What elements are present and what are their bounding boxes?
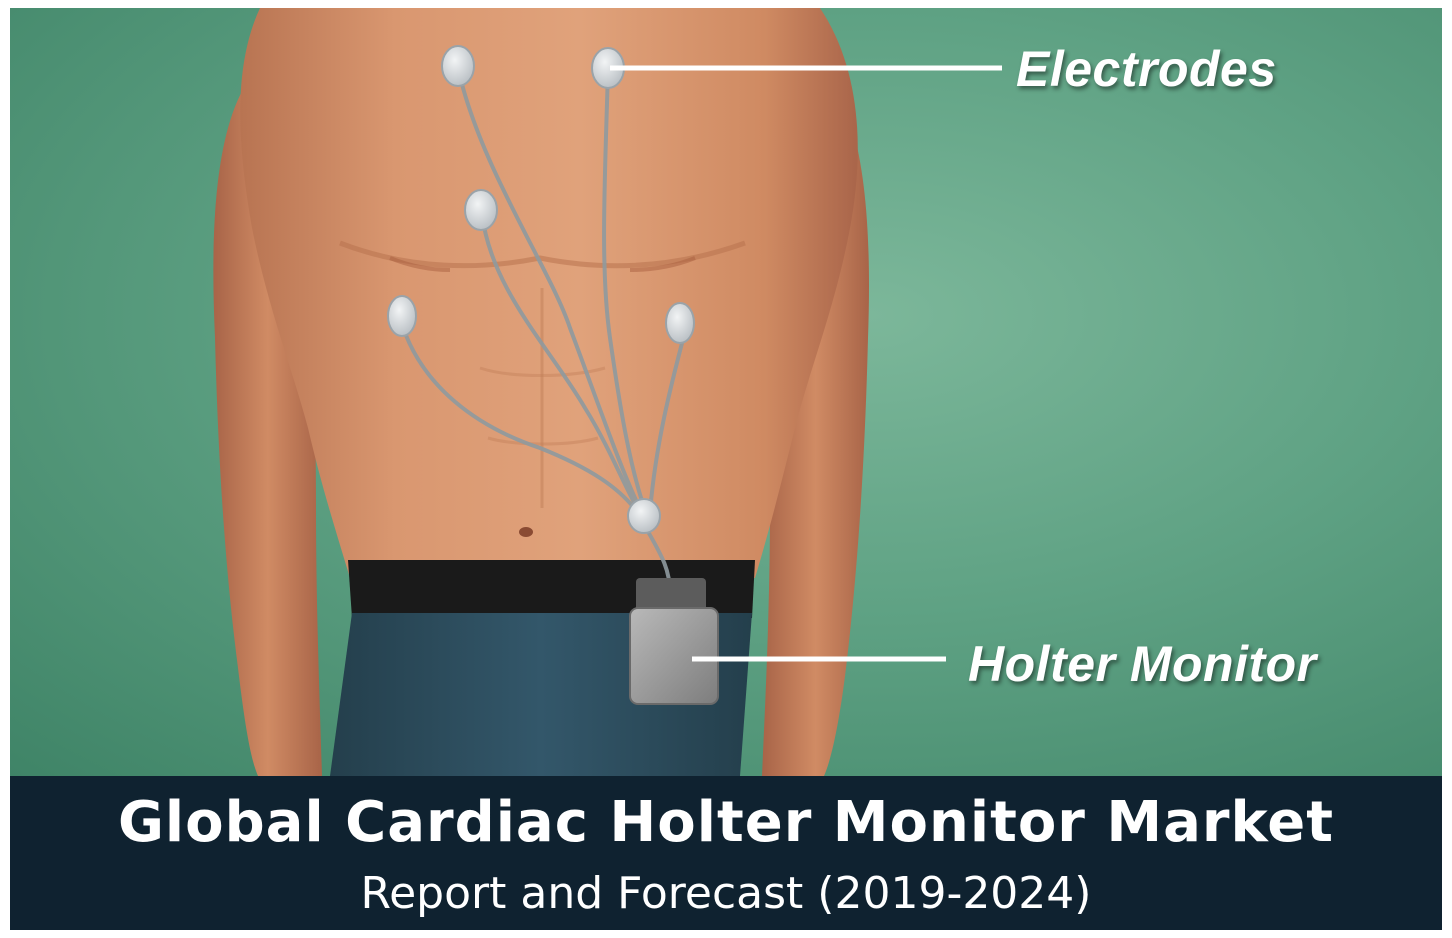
electrode-4 [388, 296, 416, 336]
electrode-3 [465, 190, 497, 230]
electrode-6 [628, 499, 660, 533]
navel [519, 527, 533, 537]
infographic: Electrodes Holter Monitor Global Cardiac… [10, 8, 1442, 930]
holter-device [630, 578, 718, 704]
banner-subtitle: Report and Forecast (2019-2024) [10, 868, 1442, 919]
illustration-scene: Electrodes Holter Monitor [10, 8, 1442, 776]
electrodes-label: Electrodes [1016, 40, 1277, 98]
torso [240, 8, 858, 578]
electrode-5 [666, 303, 694, 343]
electrode-1 [442, 46, 474, 86]
banner-title: Global Cardiac Holter Monitor Market [10, 790, 1442, 855]
title-banner: Global Cardiac Holter Monitor Market Rep… [10, 776, 1442, 930]
holter-monitor-label: Holter Monitor [968, 635, 1317, 693]
